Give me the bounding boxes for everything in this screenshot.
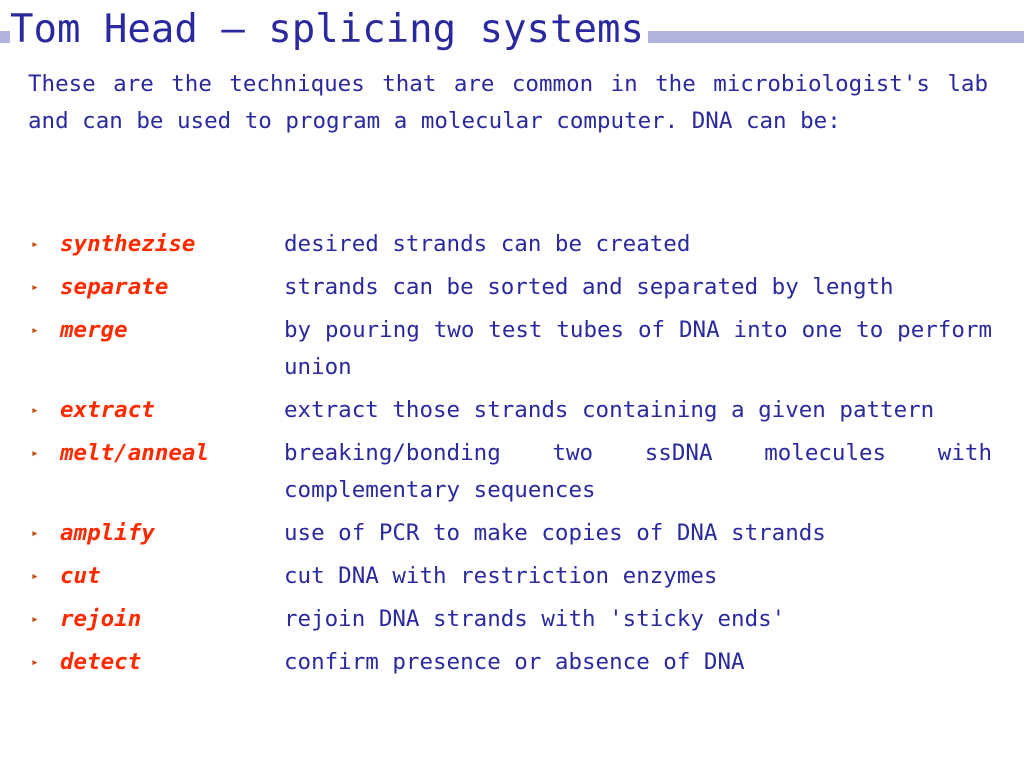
technique-term: amplify	[60, 520, 155, 546]
technique-term: rejoin	[60, 606, 142, 632]
technique-list: ▸ synthezise desired strands can be crea…	[28, 226, 992, 687]
triangle-right-icon: ▸	[31, 323, 39, 338]
technique-term: cut	[60, 563, 101, 589]
list-item: ▸ synthezise desired strands can be crea…	[28, 226, 992, 263]
triangle-right-icon: ▸	[31, 655, 39, 670]
list-item: ▸ separate strands can be sorted and sep…	[28, 269, 992, 306]
triangle-right-icon: ▸	[31, 403, 39, 418]
technique-description: use of PCR to make copies of DNA strands	[284, 520, 826, 546]
technique-term: extract	[60, 397, 155, 423]
list-item: ▸ merge by pouring two test tubes of DNA…	[28, 312, 992, 386]
triangle-right-icon: ▸	[31, 280, 39, 295]
technique-description: breaking/bonding two ssDNA molecules wit…	[284, 440, 992, 503]
technique-description: confirm presence or absence of DNA	[284, 649, 745, 675]
triangle-right-icon: ▸	[31, 612, 39, 627]
slide-title: Tom Head – splicing systems	[10, 4, 648, 56]
list-item: ▸ rejoin rejoin DNA strands with 'sticky…	[28, 601, 992, 638]
list-item: ▸ extract extract those strands containi…	[28, 392, 992, 429]
list-item: ▸ detect confirm presence or absence of …	[28, 644, 992, 681]
technique-description: desired strands can be created	[284, 231, 691, 257]
intro-paragraph: These are the techniques that are common…	[28, 71, 988, 134]
triangle-right-icon: ▸	[31, 526, 39, 541]
technique-description: strands can be sorted and separated by l…	[284, 274, 894, 300]
list-item: ▸ melt/anneal breaking/bonding two ssDNA…	[28, 435, 992, 509]
list-item: ▸ cut cut DNA with restriction enzymes	[28, 558, 992, 595]
technique-description: cut DNA with restriction enzymes	[284, 563, 718, 589]
technique-term: melt/anneal	[60, 440, 210, 466]
technique-description: extract those strands containing a given…	[284, 397, 935, 423]
list-item: ▸ amplify use of PCR to make copies of D…	[28, 515, 992, 552]
technique-description: rejoin DNA strands with 'sticky ends'	[284, 606, 786, 632]
technique-term: detect	[60, 649, 142, 675]
technique-term: separate	[60, 274, 169, 300]
technique-description: by pouring two test tubes of DNA into on…	[284, 317, 992, 380]
triangle-right-icon: ▸	[31, 446, 39, 461]
triangle-right-icon: ▸	[31, 569, 39, 584]
technique-term: merge	[60, 317, 128, 343]
technique-term: synthezise	[60, 231, 196, 257]
triangle-right-icon: ▸	[31, 237, 39, 252]
